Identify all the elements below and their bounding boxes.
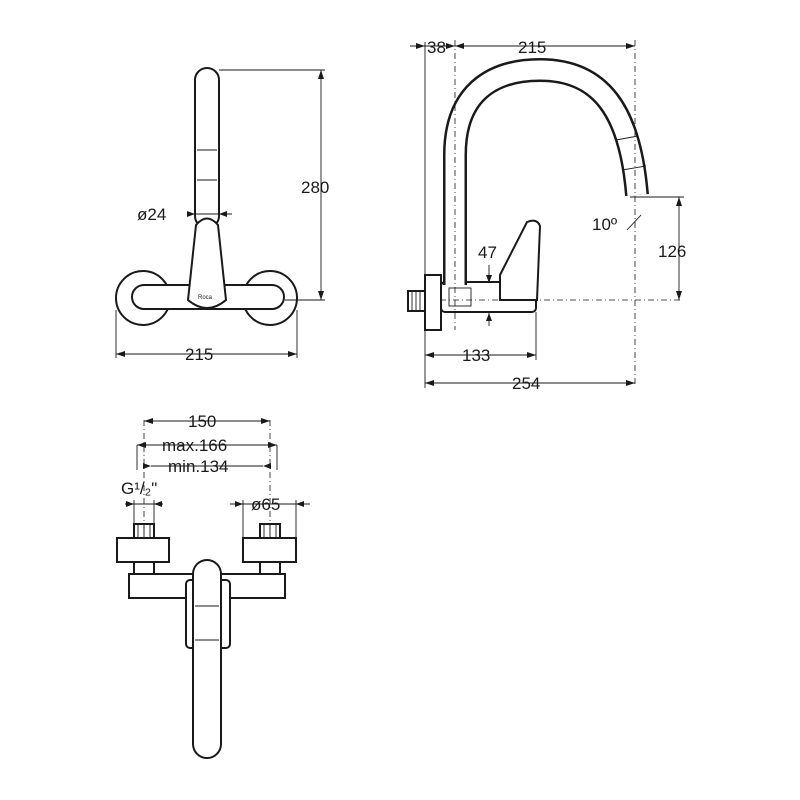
dim-side-reach: 215 (518, 38, 546, 57)
dim-top-flange: ø65 (251, 495, 280, 514)
dim-front-diameter: ø24 (137, 205, 166, 224)
lever-handle (186, 217, 228, 309)
dim-side-handle: 47 (478, 243, 497, 262)
dim-top-thread: G¹/₂" (121, 479, 157, 498)
spout-top (192, 559, 222, 759)
dim-side-outlet-height: 126 (658, 242, 686, 261)
dim-side-total-depth: 254 (512, 374, 540, 393)
spout-tube (194, 67, 220, 229)
dim-front-width: 215 (185, 345, 213, 364)
lever-side (499, 219, 542, 301)
dim-side-body-depth: 133 (462, 346, 490, 365)
brand-logo: Roca (198, 295, 213, 301)
front-view: Roca 280 ø24 215 (115, 67, 329, 364)
dim-front-height: 280 (301, 178, 329, 197)
dim-top-max: max.166 (162, 436, 227, 455)
dim-top-centers: 150 (188, 412, 216, 431)
left-flange (116, 537, 170, 563)
side-view: 38 215 10º 126 47 133 254 (407, 38, 686, 393)
dim-side-angle: 10º (592, 215, 617, 234)
wall-plate (424, 274, 442, 331)
top-view: 150 max.166 min.134 G¹/₂" ø65 (116, 412, 310, 759)
threaded-inlet (407, 290, 426, 312)
right-flange (242, 537, 297, 563)
dim-side-wall-offset: 38 (427, 38, 446, 57)
dim-top-min: min.134 (168, 457, 228, 476)
